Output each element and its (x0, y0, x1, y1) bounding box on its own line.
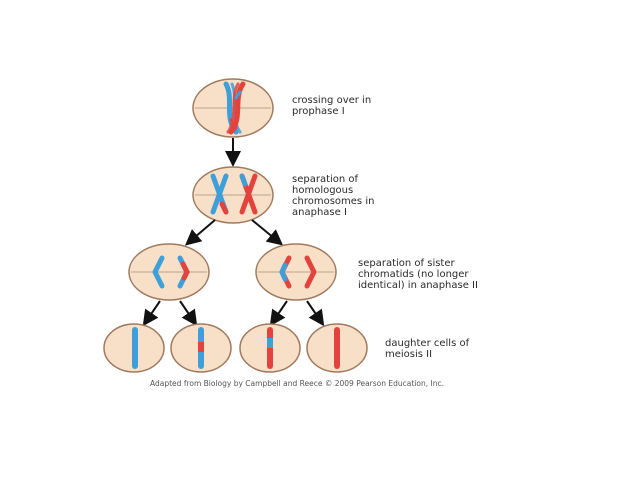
sister-chromatid-blue-icon (152, 255, 165, 289)
arrow-to-anaphase-2-left (184, 219, 216, 246)
cell-prophase-1 (192, 78, 274, 138)
homologous-chromosome-red-icon (239, 173, 258, 215)
arrow-to-daughter-1 (142, 300, 161, 327)
arrow-to-anaphase-2-right (251, 219, 284, 246)
daughter-cell-1 (103, 323, 165, 373)
arrow-to-daughter-3 (269, 300, 288, 327)
crossing-chromosomes-icon (223, 81, 246, 135)
daughter-cell-4 (306, 323, 368, 373)
label-homologous-separation: separation of homologous chromosomes in … (292, 174, 375, 218)
arrow-to-daughter-2 (179, 300, 198, 327)
cell-anaphase-1 (192, 166, 274, 224)
daughter-cell-3 (239, 323, 301, 373)
source-credit: Adapted from Biology by Campbell and Ree… (150, 379, 444, 388)
cell-anaphase-2-right (255, 243, 337, 301)
daughter-cell-2 (170, 323, 232, 373)
sister-chromatid-red-icon (304, 255, 317, 289)
label-crossing-over: crossing over in prophase I (292, 95, 372, 117)
label-sister-chromatid-separation: separation of sister chromatids (no long… (358, 258, 478, 291)
homologous-chromosome-blue-icon (210, 173, 229, 215)
cell-anaphase-2-left (128, 243, 210, 301)
label-daughter-cells: daughter cells of meiosis II (385, 338, 470, 360)
arrow-to-daughter-4 (306, 300, 325, 327)
